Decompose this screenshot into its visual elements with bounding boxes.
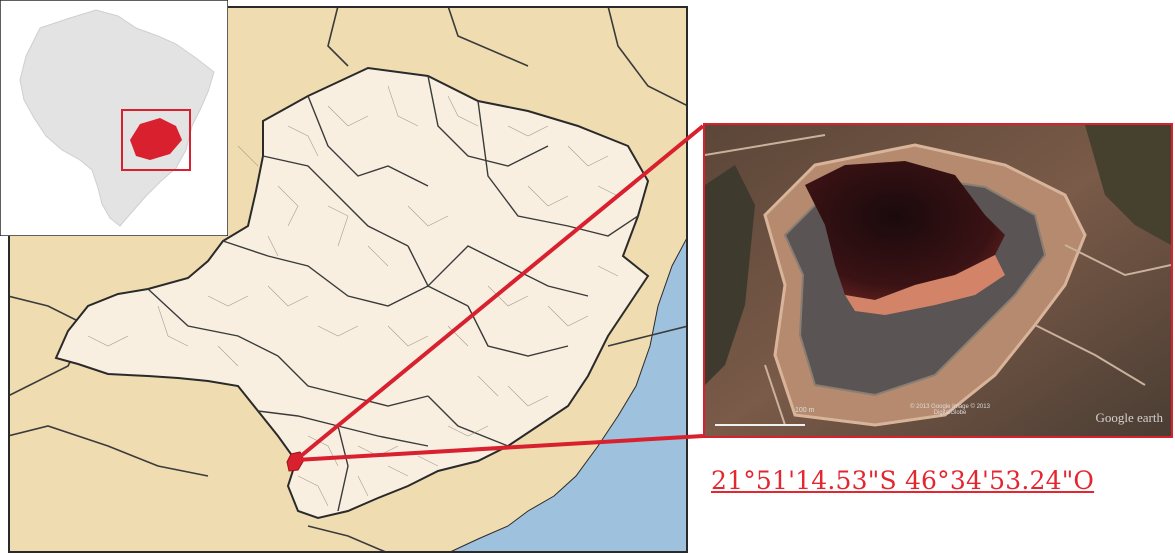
coordinates-label: 21°51'14.53"S 46°34'53.24"O [711,466,1095,495]
vegetation-right [1085,125,1171,245]
reservoir-beach [845,255,1005,315]
satellite-image: 100 m © 2013 Google Image © 2013 Digital… [703,123,1173,438]
access-roads [705,134,1171,426]
state-highlight-shape [130,118,182,160]
ocean [447,235,688,553]
connector-line-top [294,124,705,462]
reservoir-water [805,161,1005,300]
state-boundary [54,66,650,520]
image-credit: © 2013 Google Image © 2013 DigitalGlobe [910,404,990,416]
state-highlight-box [121,109,191,171]
connector-line-bottom [295,434,704,462]
municipal-borders [87,85,619,507]
google-earth-watermark: Google earth [1095,410,1163,425]
region-borders [147,75,639,512]
brazil-inset [0,0,228,236]
satellite-image-svg [705,125,1171,436]
map-border [8,6,688,553]
vegetation-left [705,165,755,385]
state-map-svg [8,6,688,553]
state-map [8,6,688,553]
brazil-inset-svg [0,0,228,236]
brazil-outline [19,9,215,227]
scale-label: 100 m [795,407,815,414]
